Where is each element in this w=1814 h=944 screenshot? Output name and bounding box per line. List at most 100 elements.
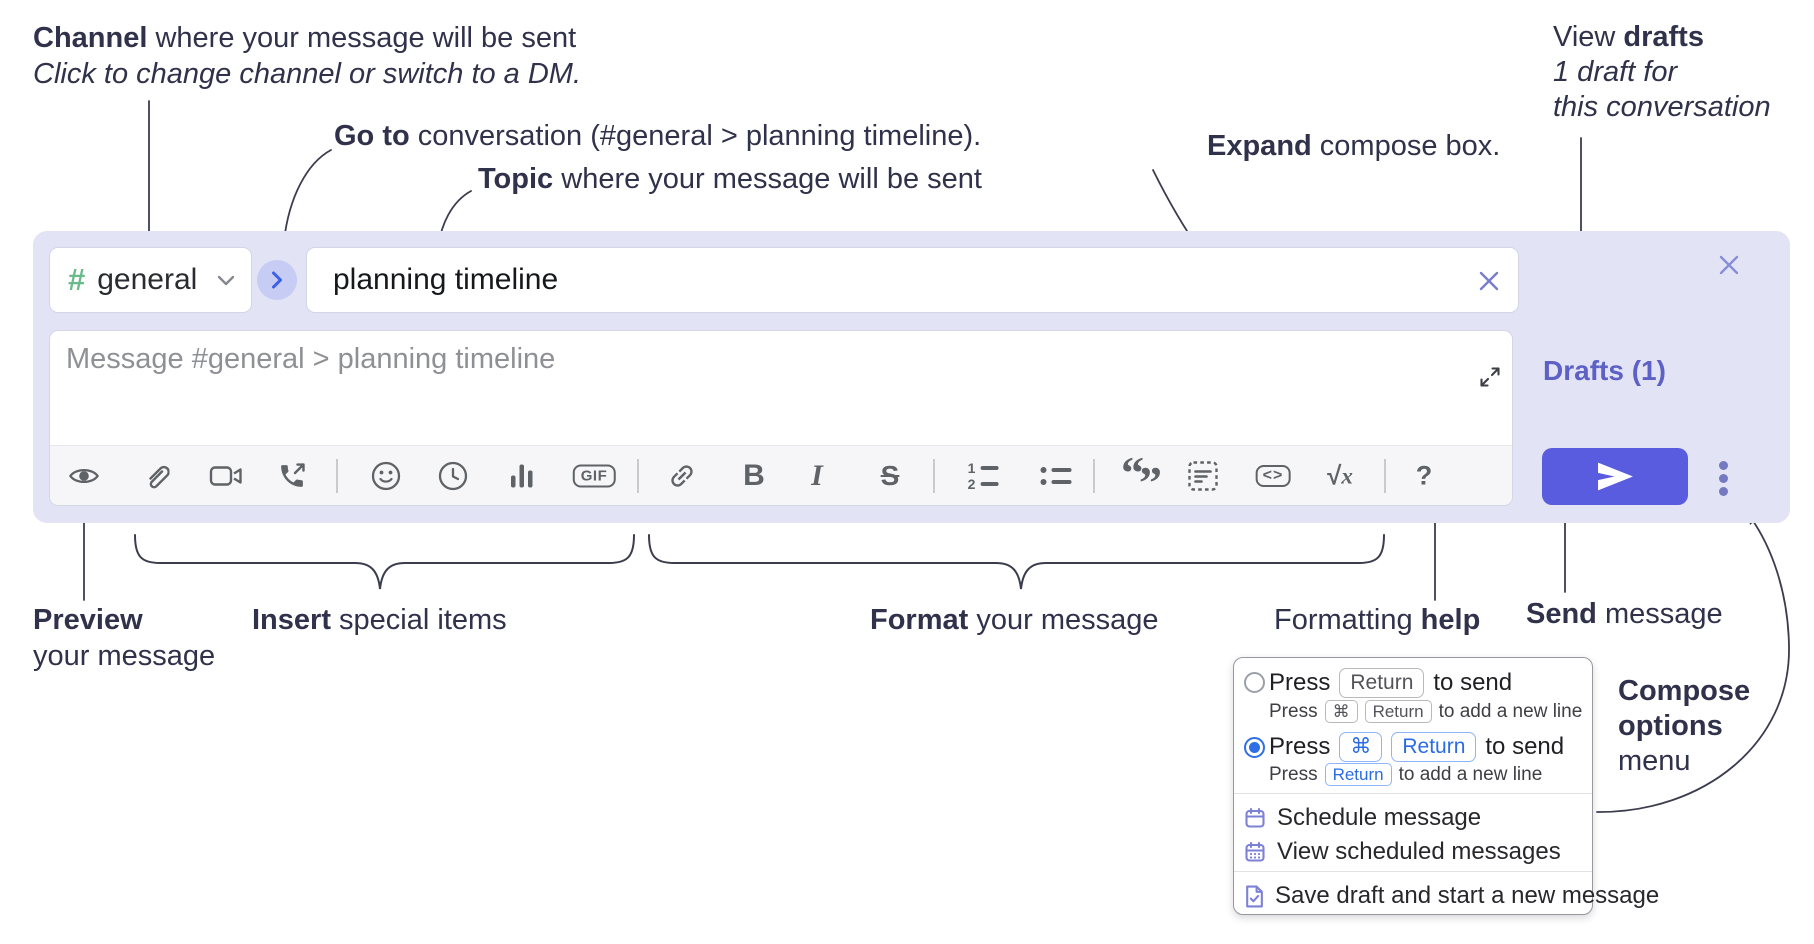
calendar-grid-icon bbox=[1245, 841, 1265, 862]
sqrt-variable: x bbox=[1341, 463, 1353, 488]
document-check-icon bbox=[1246, 885, 1263, 907]
annotation-goto: Go to conversation (#general > planning … bbox=[334, 120, 982, 152]
annotation-compose-options: Compose options menu bbox=[1618, 675, 1751, 777]
video-camera-icon bbox=[209, 466, 242, 486]
message-placeholder: Message #general > planning timeline bbox=[66, 343, 556, 375]
radio-return-to-send[interactable] bbox=[1244, 672, 1265, 693]
chevron-down-icon bbox=[217, 275, 235, 286]
toolbar-divider bbox=[1384, 459, 1386, 493]
smiley-icon bbox=[371, 461, 401, 491]
italic-glyph: I bbox=[811, 459, 823, 492]
annotation-format: Format your message bbox=[870, 604, 1159, 636]
kebab-dot bbox=[1719, 487, 1728, 496]
drafts-link[interactable]: Drafts (1) bbox=[1543, 355, 1666, 386]
ordered-list-button[interactable]: 1 2 bbox=[967, 460, 999, 492]
blockquote-button[interactable]: “ ” bbox=[1121, 450, 1162, 506]
strikethrough-button[interactable]: S bbox=[881, 460, 900, 492]
send-icon bbox=[1597, 462, 1633, 491]
compose-options-button[interactable] bbox=[1719, 461, 1728, 496]
close-compose-button[interactable] bbox=[1717, 253, 1741, 277]
topic-input-container bbox=[306, 247, 1519, 313]
option-return-to-send-sub: Press ⌘ Return to add a new line bbox=[1269, 700, 1583, 724]
annotation-channel: Channel where your message will be sent … bbox=[33, 22, 582, 90]
cmd-key: ⌘ bbox=[1324, 700, 1358, 724]
menu-item-view-scheduled[interactable]: View scheduled messages bbox=[1244, 838, 1561, 866]
compose-box: # general Message #general > planning ti… bbox=[33, 231, 1790, 523]
chevron-right-icon bbox=[272, 271, 282, 289]
formula-button[interactable]: √x bbox=[1327, 461, 1353, 492]
annotation-preview: Preview your message bbox=[33, 604, 216, 672]
strikethrough-glyph: S bbox=[880, 460, 900, 491]
paperclip-icon bbox=[149, 465, 170, 489]
message-area[interactable]: Message #general > planning timeline bbox=[49, 330, 1513, 506]
expand-compose-button[interactable] bbox=[1480, 367, 1500, 387]
phone-call-icon bbox=[281, 463, 305, 487]
link-button[interactable] bbox=[667, 461, 697, 491]
emoji-button[interactable] bbox=[371, 461, 401, 491]
attach-file-button[interactable] bbox=[143, 461, 170, 492]
menu-divider bbox=[1234, 871, 1592, 872]
code-block-button[interactable] bbox=[1188, 461, 1219, 492]
expand-icon bbox=[1480, 367, 1500, 387]
gif-button[interactable]: GIF bbox=[572, 464, 616, 488]
radio-cmd-return-to-send[interactable] bbox=[1244, 737, 1265, 758]
option-text: to send bbox=[1485, 733, 1565, 761]
toolbar-divider bbox=[933, 459, 935, 493]
option-cmd-return-to-send[interactable]: Press ⌘ Return to send bbox=[1269, 732, 1565, 763]
option-text: Press bbox=[1269, 669, 1331, 697]
ol-number: 2 bbox=[967, 476, 976, 492]
recent-emoji-button[interactable] bbox=[438, 461, 468, 491]
link-icon bbox=[671, 465, 693, 487]
formatting-help-button[interactable]: ? bbox=[1416, 461, 1433, 492]
channel-hash-icon: # bbox=[68, 262, 86, 297]
inline-code-button[interactable]: <> bbox=[1255, 465, 1291, 487]
menu-item-schedule-message[interactable]: Schedule message bbox=[1244, 804, 1481, 832]
code-block-icon bbox=[1188, 461, 1218, 491]
gif-label: GIF bbox=[580, 467, 608, 485]
close-icon bbox=[1719, 255, 1739, 275]
toolbar-divider bbox=[336, 459, 338, 493]
clear-topic-button[interactable] bbox=[1478, 270, 1500, 292]
menu-item-save-draft[interactable]: Save draft and start a new message bbox=[1244, 882, 1659, 910]
clock-icon bbox=[438, 461, 468, 491]
option-cmd-return-to-send-sub: Press Return to add a new line bbox=[1269, 763, 1543, 787]
goto-conversation-button[interactable] bbox=[257, 260, 297, 300]
send-button[interactable] bbox=[1542, 448, 1688, 505]
kebab-dot bbox=[1719, 461, 1728, 470]
audio-call-button[interactable] bbox=[278, 462, 307, 491]
preview-button[interactable] bbox=[68, 465, 100, 488]
annotation-formatting-help: Formatting help bbox=[1274, 604, 1481, 636]
option-text: to send bbox=[1433, 669, 1513, 697]
calendar-icon bbox=[1245, 807, 1265, 828]
bullet-list-button[interactable] bbox=[1040, 467, 1072, 485]
return-key: Return bbox=[1339, 668, 1425, 699]
option-return-to-send[interactable]: Press Return to send bbox=[1269, 668, 1513, 699]
formatting-toolbar: GIF B I S 1 2 bbox=[50, 445, 1512, 505]
topic-input[interactable] bbox=[307, 248, 1518, 312]
eye-icon bbox=[69, 468, 99, 484]
kebab-dot bbox=[1719, 474, 1728, 483]
annotation-send: Send message bbox=[1526, 598, 1723, 630]
annotation-insert: Insert special items bbox=[252, 604, 507, 636]
poll-button[interactable] bbox=[509, 463, 535, 490]
cmd-key: ⌘ bbox=[1339, 732, 1383, 763]
menu-item-label: Schedule message bbox=[1277, 804, 1482, 831]
channel-selector[interactable]: # general bbox=[49, 247, 252, 313]
menu-item-label: View scheduled messages bbox=[1277, 838, 1561, 865]
italic-button[interactable]: I bbox=[811, 459, 823, 493]
toolbar-divider bbox=[1093, 459, 1095, 493]
question-mark-glyph: ? bbox=[1415, 460, 1433, 491]
bold-button[interactable]: B bbox=[743, 459, 765, 493]
bold-glyph: B bbox=[743, 459, 765, 492]
menu-item-label: Save draft and start a new message bbox=[1275, 882, 1660, 909]
sqrt-sign: √ bbox=[1327, 460, 1342, 491]
return-key: Return bbox=[1391, 732, 1477, 763]
channel-name: general bbox=[97, 263, 198, 296]
compose-options-menu: Press Return to send Press ⌘ Return to a… bbox=[1233, 657, 1659, 915]
x-icon bbox=[1479, 271, 1499, 291]
video-clip-button[interactable] bbox=[209, 465, 243, 488]
menu-divider bbox=[1234, 793, 1592, 794]
ol-number: 1 bbox=[967, 460, 976, 476]
option-text: Press bbox=[1269, 733, 1331, 761]
